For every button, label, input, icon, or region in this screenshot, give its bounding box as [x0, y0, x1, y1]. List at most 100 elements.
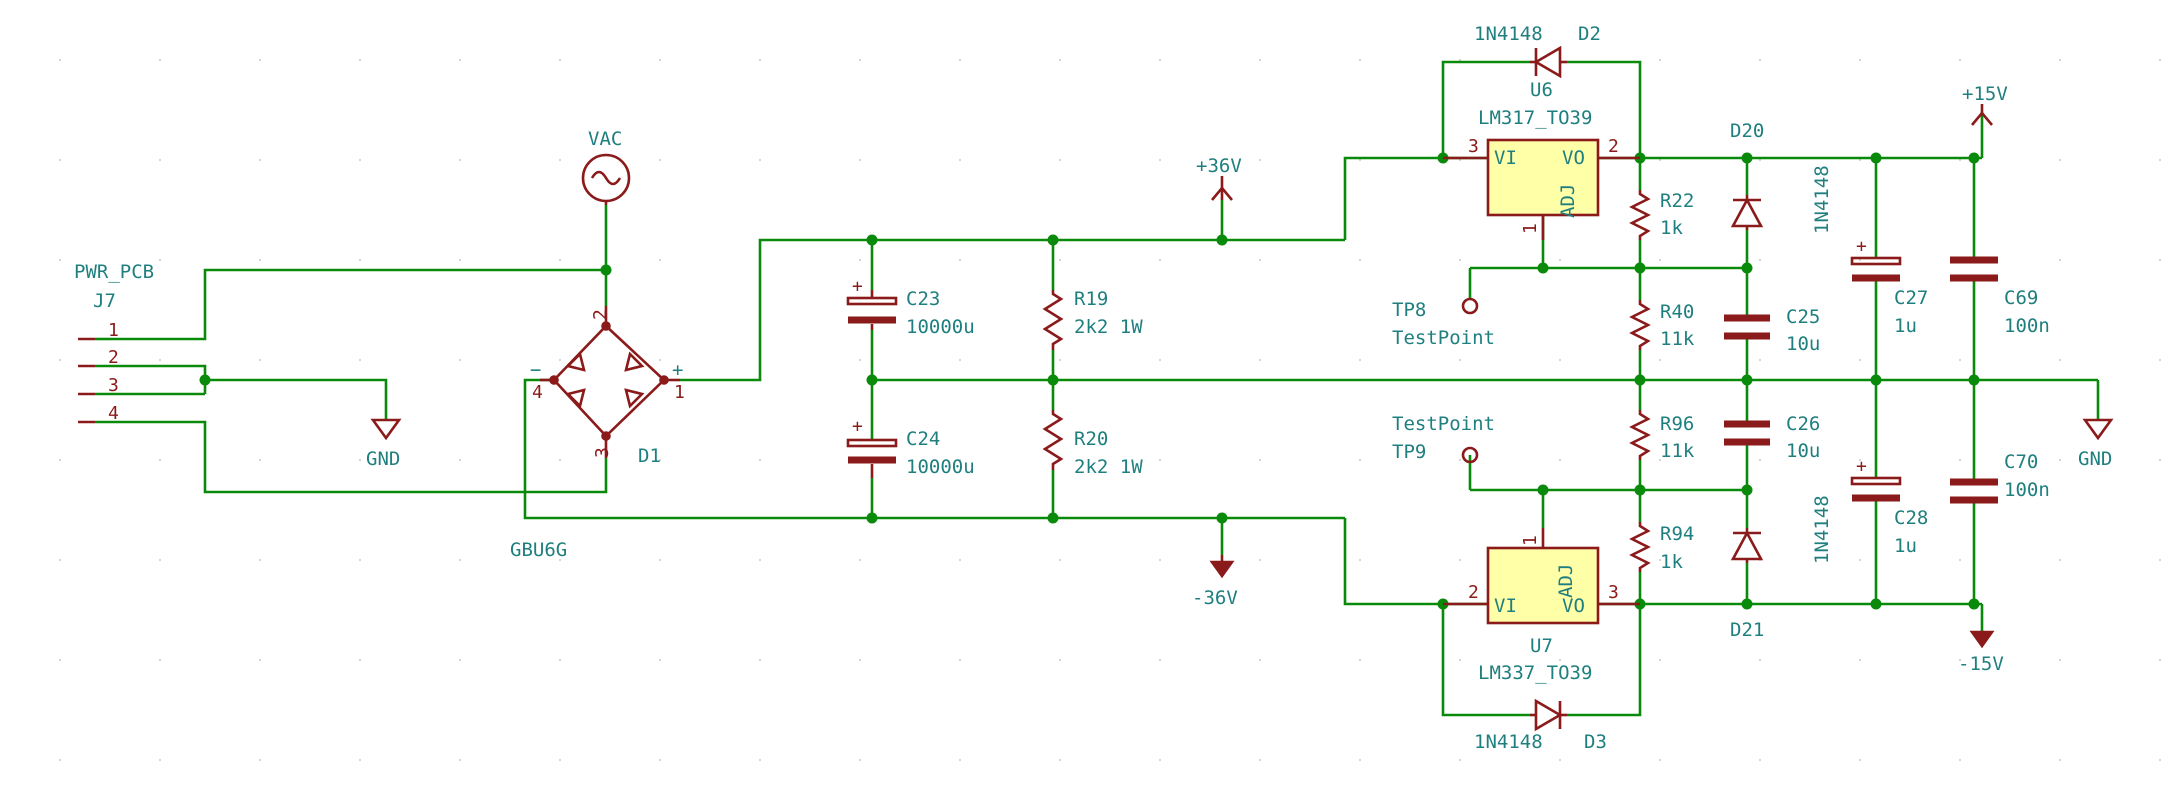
grid-dot — [559, 759, 561, 761]
capacitor-c28-value: 1u — [1894, 535, 1917, 557]
grid-dot — [1959, 459, 1961, 461]
grid-dot — [1759, 59, 1761, 61]
capacitor-c25[interactable]: C25 10u — [1724, 306, 1820, 355]
resistor-r19-ref: R19 — [1074, 288, 1108, 310]
capacitor-c69[interactable]: C69 100n — [1950, 256, 2050, 337]
grid-dot — [2159, 259, 2161, 261]
resistor-r22[interactable]: R22 1k — [1629, 190, 1694, 240]
diode-d3[interactable]: 1N4148 D3 — [1474, 698, 1607, 753]
grid-dot — [1159, 359, 1161, 361]
resistor-r19-value: 2k2 1W — [1074, 316, 1143, 338]
connector-j7[interactable]: PWR_PCB J7 1 2 3 4 — [74, 261, 154, 424]
grid-dot — [1759, 459, 1761, 461]
diode-d2[interactable]: 1N4148 D2 — [1474, 23, 1601, 79]
grid-dot — [759, 759, 761, 761]
grid-dot — [359, 59, 361, 61]
grid-dot — [259, 759, 261, 761]
regulator-u6[interactable]: VI VO ADJ 3 2 1 U6 LM317_TO39 — [1443, 79, 1640, 240]
grid-dot — [359, 359, 361, 361]
grid-dot — [1259, 559, 1261, 561]
grid-dot — [659, 759, 661, 761]
grid-dot — [1159, 659, 1161, 661]
ground-symbol-right: GND — [2078, 418, 2114, 470]
resistor-r20-ref: R20 — [1074, 428, 1108, 450]
grid-dot — [359, 759, 361, 761]
capacitor-c23[interactable]: + C23 10000u — [846, 276, 975, 338]
grid-dot — [259, 559, 261, 561]
grid-dot — [1659, 559, 1661, 561]
capacitor-c24-plus: + — [852, 416, 863, 437]
grid-dot — [2059, 259, 2061, 261]
testpoint-tp9[interactable]: TestPoint TP9 — [1392, 413, 1495, 464]
diode-d20-value: 1N4148 — [1811, 165, 1833, 234]
diode-d21-value: 1N4148 — [1811, 495, 1833, 564]
bridge-rectifier-d1[interactable]: + − 1 2 3 4 D1 GBU6G — [510, 306, 685, 561]
capacitor-c70[interactable]: C70 100n — [1950, 451, 2050, 504]
regulator-u7[interactable]: VI VO ADJ 2 3 1 U7 LM337_TO39 — [1443, 528, 1640, 684]
resistor-r94-ref: R94 — [1660, 523, 1694, 545]
grid-dot — [2159, 159, 2161, 161]
resistor-r20[interactable]: R20 2k2 1W — [1042, 410, 1143, 478]
capacitor-c27-value: 1u — [1894, 315, 1917, 337]
grid-dot — [1459, 59, 1461, 61]
capacitor-c26[interactable]: C26 10u — [1724, 413, 1820, 462]
grid-dot — [959, 659, 961, 661]
grid-dot — [859, 659, 861, 661]
resistor-r94[interactable]: R94 1k — [1629, 522, 1694, 573]
capacitor-c23-value: 10000u — [906, 316, 975, 338]
grid-dot — [59, 559, 61, 561]
grid-dot — [259, 659, 261, 661]
resistor-r96[interactable]: R96 11k — [1629, 410, 1695, 462]
diode-d3-ref: D3 — [1584, 731, 1607, 753]
resistor-r40[interactable]: R40 11k — [1629, 300, 1695, 350]
grid-dot — [1959, 659, 1961, 661]
grid-dot — [859, 159, 861, 161]
grid-dot — [259, 159, 261, 161]
grid-dot — [2059, 659, 2061, 661]
vac-source[interactable]: VAC — [581, 128, 631, 205]
resistor-r96-value: 11k — [1660, 440, 1695, 462]
connector-ref: J7 — [93, 290, 116, 312]
grid-dot — [559, 559, 561, 561]
grid-dot — [1259, 259, 1261, 261]
bridge-plus: + — [672, 359, 683, 381]
grid-dot — [1059, 659, 1061, 661]
grid-dot — [459, 459, 461, 461]
capacitor-c24[interactable]: + C24 10000u — [846, 416, 975, 478]
grid-dot — [1359, 259, 1361, 261]
grid-dot — [359, 159, 361, 161]
regulator-u7-ref: U7 — [1530, 635, 1553, 657]
grid-dot — [1059, 259, 1061, 261]
grid-dot — [2059, 159, 2061, 161]
connector-value: PWR_PCB — [74, 261, 154, 283]
grid-dot — [1559, 659, 1561, 661]
grid-dot — [1159, 159, 1161, 161]
connector-pin-1: 1 — [108, 320, 119, 341]
grid-dot — [1259, 659, 1261, 661]
grid-dot — [659, 259, 661, 261]
grid-dot — [359, 259, 361, 261]
diode-d20[interactable]: D20 1N4148 — [1730, 120, 1833, 234]
grid-dot — [759, 459, 761, 461]
grid-dot — [59, 159, 61, 161]
grid-dot — [1559, 459, 1561, 461]
capacitor-c27[interactable]: + C27 1u — [1850, 236, 1928, 337]
regulator-u7-value: LM337_TO39 — [1478, 662, 1592, 684]
grid-dot — [1559, 259, 1561, 261]
grid-dot — [559, 259, 561, 261]
capacitor-c28[interactable]: + C28 1u — [1850, 456, 1928, 557]
grid-dot — [1659, 59, 1661, 61]
testpoint-tp8[interactable]: TP8 TestPoint — [1392, 297, 1495, 349]
grid-dot — [559, 459, 561, 461]
bridge-ref: D1 — [638, 445, 661, 467]
capacitor-c69-ref: C69 — [2004, 287, 2038, 309]
grid-dot — [759, 659, 761, 661]
regulator-u6-pin-adj: 1 — [1520, 223, 1541, 234]
grid-dot — [459, 259, 461, 261]
resistor-r19[interactable]: R19 2k2 1W — [1042, 288, 1143, 350]
testpoint-tp8-value: TestPoint — [1392, 327, 1495, 349]
diode-d21[interactable]: D21 1N4148 — [1730, 495, 1833, 641]
resistor-r94-value: 1k — [1660, 551, 1683, 573]
grid-dot — [1659, 159, 1661, 161]
